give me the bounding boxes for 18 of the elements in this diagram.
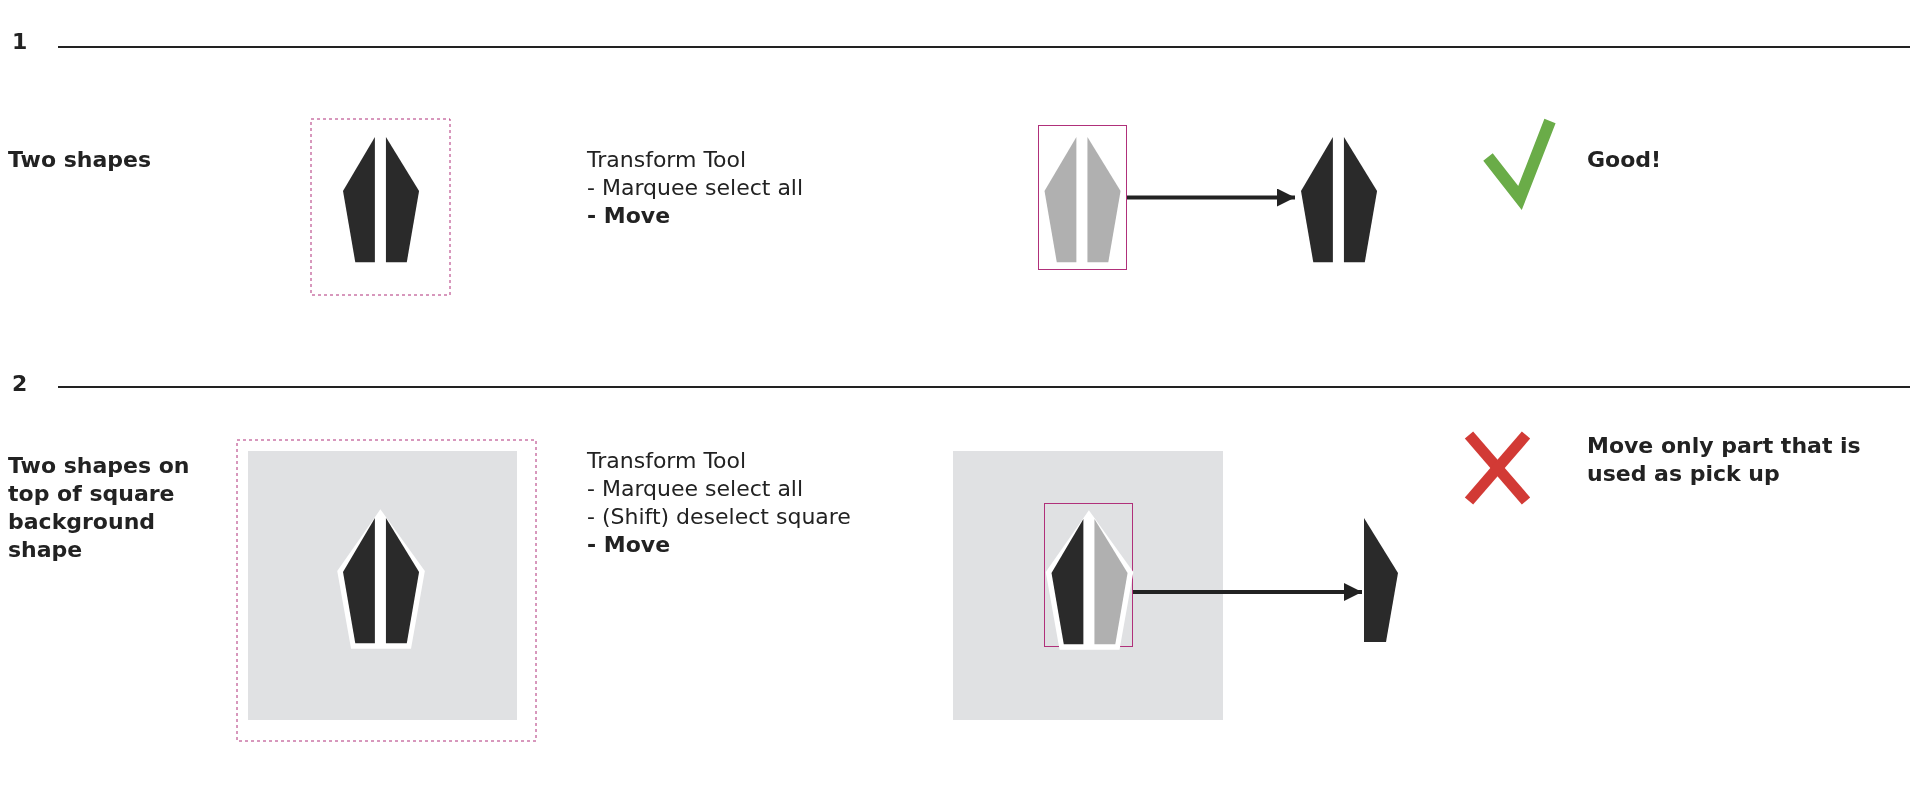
step-text: Transform Tool	[587, 447, 747, 475]
step-text: Transform Tool	[587, 146, 747, 174]
step-text: - Marquee select all	[587, 475, 804, 503]
row-title: Two shapes	[8, 146, 152, 174]
step-text: - (Shift) deselect square	[587, 503, 851, 531]
selection-box	[1044, 503, 1133, 647]
result-text: Move only part that is used as pick up	[1587, 432, 1862, 488]
selection-box	[1038, 125, 1127, 270]
row-number: 2	[12, 370, 28, 398]
row-title: Two shapes on top of square background shape	[8, 452, 191, 564]
arrow	[1133, 583, 1362, 601]
step-text: - Move	[587, 202, 671, 230]
step-text: - Marquee select all	[587, 174, 804, 202]
result-text: Good!	[1587, 146, 1662, 174]
step-text: - Move	[587, 531, 671, 559]
arrow	[1127, 188, 1295, 207]
half-pen-shape	[1362, 518, 1400, 643]
row-number: 1	[12, 28, 28, 56]
